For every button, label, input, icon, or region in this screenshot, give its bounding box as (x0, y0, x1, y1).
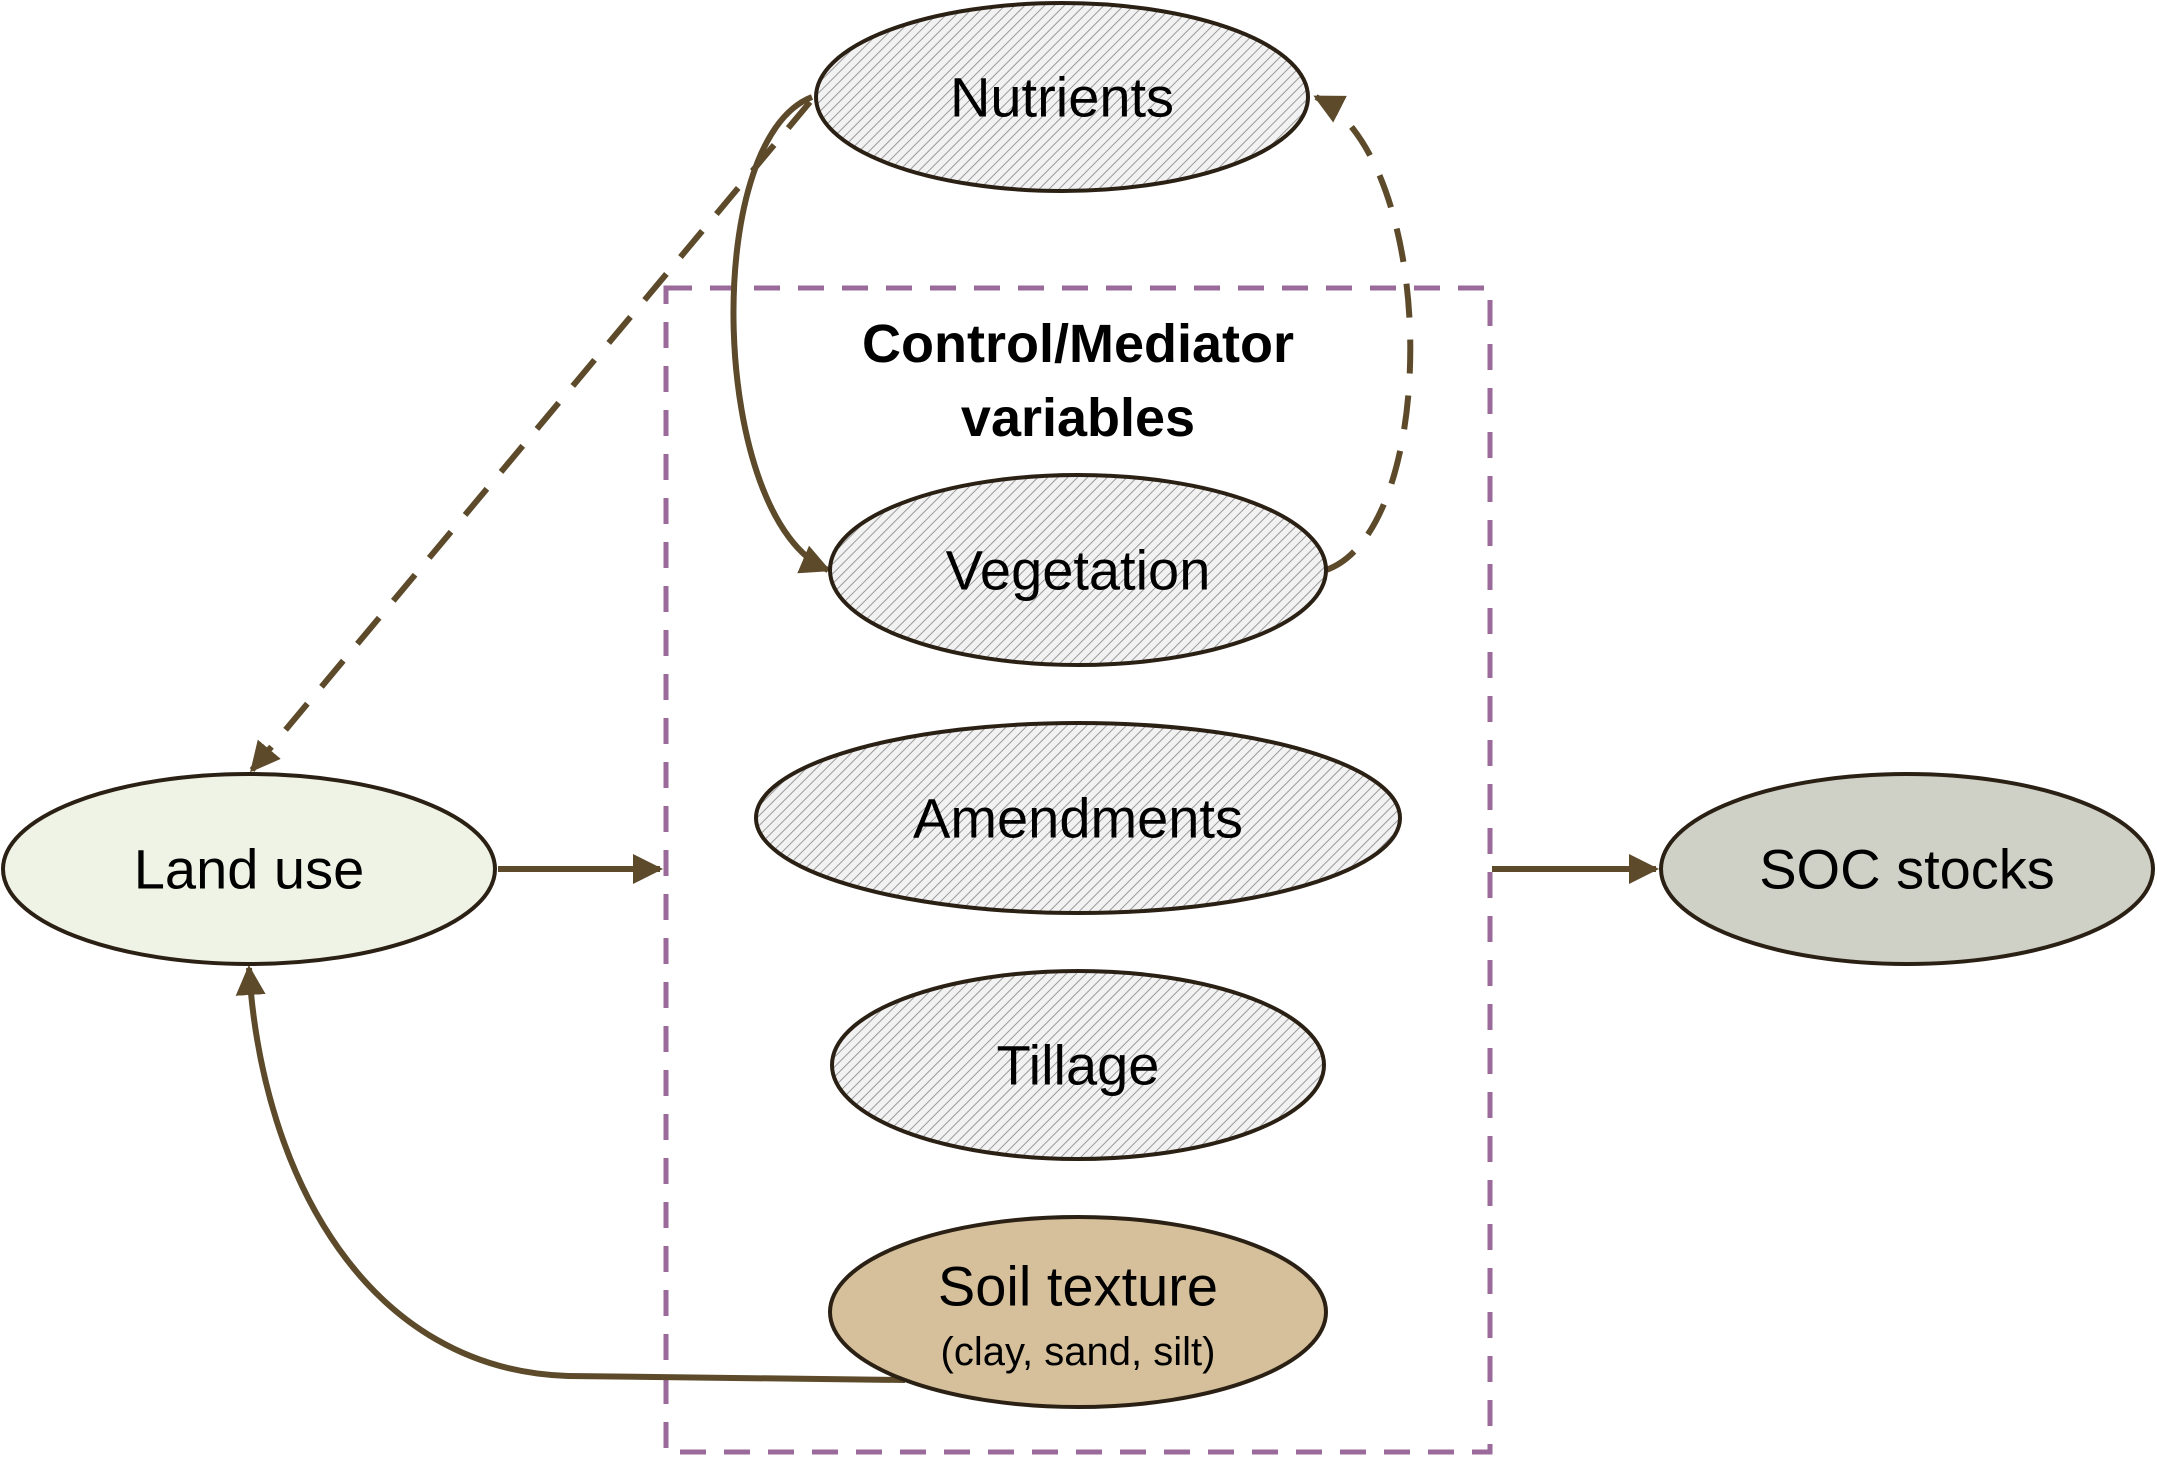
node-soil-texture: Soil texture (clay, sand, silt) (828, 1215, 1328, 1409)
soc-stocks-label: SOC stocks (1759, 838, 2055, 901)
node-soc-stocks: SOC stocks (1659, 772, 2155, 966)
tillage-label: Tillage (997, 1034, 1160, 1097)
group-title-line2: variables (961, 388, 1195, 448)
edge-nutrients-to-land-use (249, 100, 813, 773)
soil-texture-label: Soil texture (938, 1255, 1218, 1318)
edges (235, 94, 1659, 1383)
amendments-label: Amendments (913, 787, 1243, 850)
vegetation-label: Vegetation (946, 539, 1211, 602)
soc-stocks-ellipse (1659, 772, 2155, 966)
node-tillage: Tillage (830, 969, 1326, 1161)
tillage-ellipse (830, 969, 1326, 1161)
node-land-use: Land use (1, 772, 497, 966)
edge-nutrients-to-vegetation (730, 94, 831, 574)
nutrients-label: Nutrients (950, 66, 1174, 129)
land-use-ellipse (1, 772, 497, 966)
edge-vegetation-to-nutrients (1313, 94, 1414, 573)
vegetation-ellipse (828, 473, 1328, 667)
control-mediator-group: Control/Mediator variables (663, 285, 1493, 1455)
node-amendments: Amendments (754, 721, 1402, 915)
soil-texture-ellipse (828, 1215, 1328, 1409)
node-vegetation: Vegetation (828, 473, 1328, 667)
soil-texture-sublabel: (clay, sand, silt) (941, 1330, 1216, 1374)
group-border (663, 285, 1493, 1455)
edge-soil-texture-to-land-use (235, 965, 906, 1383)
node-nutrients: Nutrients (814, 1, 1310, 193)
amendments-ellipse (754, 721, 1402, 915)
land-use-label: Land use (134, 838, 364, 901)
group-title-line1: Control/Mediator (862, 314, 1294, 374)
nutrients-ellipse (814, 1, 1310, 193)
